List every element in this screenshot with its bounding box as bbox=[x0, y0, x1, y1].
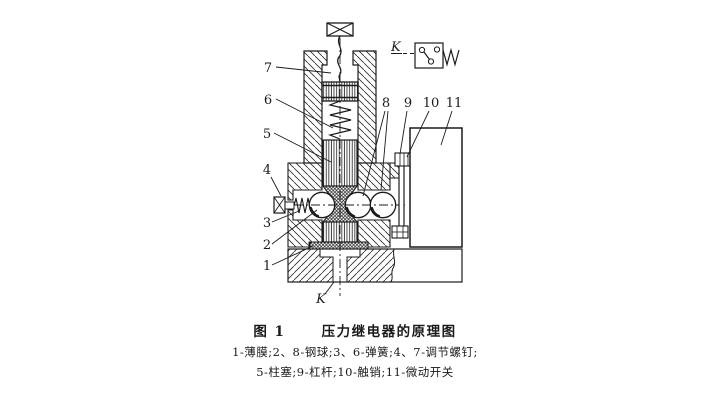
main-spring bbox=[328, 100, 352, 140]
pivot-bolt bbox=[391, 225, 409, 239]
figure-caption: 图 1 压力继电器的原理图 1-薄膜;2、8-钢球;3、6-弹簧;4、7-调节螺… bbox=[10, 320, 700, 380]
contact-dot bbox=[427, 58, 435, 65]
lever-assembly bbox=[391, 152, 413, 239]
part-label-10: 10 bbox=[423, 96, 440, 111]
part-label-1: 1 bbox=[263, 259, 271, 274]
part-label-7: 7 bbox=[264, 61, 272, 76]
base-break-line bbox=[346, 248, 396, 283]
switch-label-k: K bbox=[390, 40, 402, 55]
spring-symbol-w bbox=[442, 47, 460, 67]
part-label-2: 2 bbox=[263, 238, 271, 253]
steel-balls bbox=[308, 191, 397, 219]
port-label-k: K bbox=[315, 292, 327, 307]
part-label-5: 5 bbox=[263, 127, 271, 142]
leader-lines bbox=[270, 66, 453, 295]
part-label-9: 9 bbox=[404, 96, 412, 111]
base-block bbox=[287, 248, 463, 283]
part-label-11: 11 bbox=[446, 96, 463, 111]
switch-arm bbox=[423, 51, 430, 60]
contact-dot bbox=[418, 46, 426, 54]
legend-line-2: 5-柱塞;9-杠杆;10-触销;11-微动开关 bbox=[256, 365, 454, 379]
figure-number: 图 1 bbox=[253, 324, 286, 340]
micro-switch-box bbox=[409, 127, 463, 248]
part-label-6: 6 bbox=[264, 93, 272, 108]
part-label-3: 3 bbox=[263, 216, 271, 231]
part-label-4: 4 bbox=[263, 163, 271, 178]
adjusting-screw-left bbox=[273, 196, 295, 214]
ball-spring bbox=[293, 197, 311, 214]
part-label-8: 8 bbox=[382, 96, 390, 111]
screw-stem-wave bbox=[337, 35, 342, 83]
lever bbox=[398, 154, 405, 238]
legend-line-1: 1-薄膜;2、8-钢球;3、6-弹簧;4、7-调节螺钉; bbox=[232, 345, 478, 359]
switch-symbol: K bbox=[390, 40, 460, 69]
membrane bbox=[308, 241, 369, 250]
contact-dot bbox=[433, 46, 441, 53]
figure-caption-title: 图 1 压力继电器的原理图 bbox=[10, 320, 700, 340]
adjusting-screw-top bbox=[326, 22, 354, 83]
figure-title: 压力继电器的原理图 bbox=[321, 324, 457, 340]
